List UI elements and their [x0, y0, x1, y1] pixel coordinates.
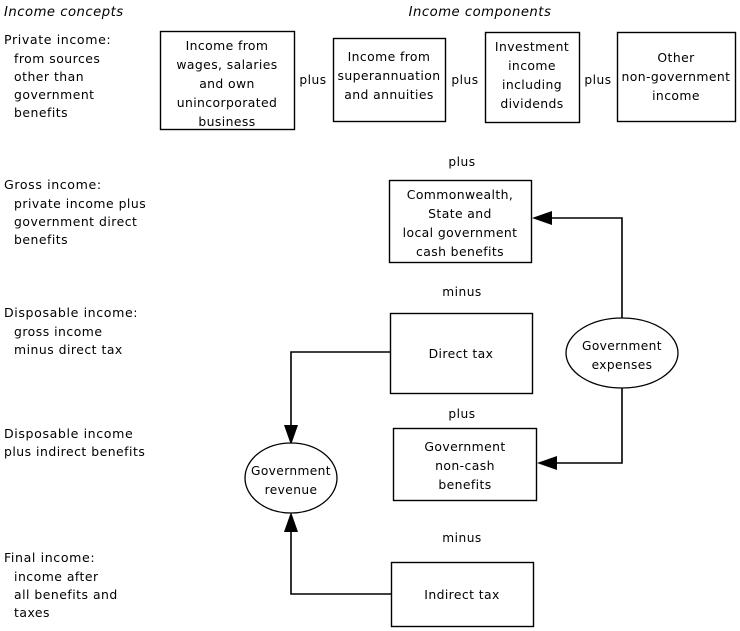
- ellipse-government-revenue-line-2: revenue: [265, 483, 318, 497]
- box-income-superannuation-line-2: superannuation: [338, 68, 441, 83]
- box-investment-income-line-3: including: [502, 77, 562, 92]
- operator-plus-non-cash-benefits: plus: [448, 407, 475, 421]
- header-income-concepts: Income concepts: [4, 5, 124, 20]
- box-non-cash-benefits[interactable]: [392, 427, 538, 502]
- ellipse-government-revenue[interactable]: [244, 442, 338, 514]
- box-cash-benefits-line-4: cash benefits: [416, 244, 504, 259]
- box-direct-tax-label: Direct tax: [429, 346, 494, 361]
- arrowhead-to-non-cash-benefits: [537, 456, 557, 470]
- box-investment-income-line-4: dividends: [500, 96, 563, 111]
- arrowhead-to-revenue-top: [284, 425, 298, 445]
- box-income-from-wages-line-2: wages, salaries: [176, 57, 277, 72]
- box-cash-benefits[interactable]: [388, 179, 533, 264]
- ellipse-government-expenses[interactable]: [565, 317, 679, 389]
- concept-gross-income-head: Gross income:: [4, 177, 102, 192]
- box-income-superannuation-line-1: Income from: [348, 49, 431, 64]
- concept-final-income-line-1: income after: [14, 569, 99, 584]
- concept-gross-income-line-3: benefits: [14, 232, 68, 247]
- box-investment-income-line-2: income: [508, 58, 556, 73]
- arrowhead-to-revenue-bottom: [284, 512, 298, 532]
- box-other-non-government-income-line-3: income: [652, 88, 700, 103]
- header-income-components: Income components: [409, 5, 552, 20]
- box-direct-tax[interactable]: [389, 312, 534, 395]
- box-income-from-wages[interactable]: [159, 30, 296, 131]
- box-cash-benefits-line-1: Commonwealth,: [407, 187, 513, 202]
- box-investment-income-line-1: Investment: [495, 39, 569, 54]
- concept-disposable-plus-indirect-head: Disposable income: [4, 426, 133, 441]
- concept-final-income-head: Final income:: [4, 550, 95, 565]
- operator-minus-indirect-tax: minus: [442, 531, 482, 545]
- concept-final-income-line-3: taxes: [14, 605, 50, 620]
- ellipse-government-expenses-line-2: expenses: [592, 358, 653, 372]
- ellipse-government-expenses-line-1: Government: [582, 339, 662, 353]
- concept-disposable-income-line-2: minus direct tax: [14, 342, 123, 357]
- box-other-non-government-income-line-2: non-government: [622, 69, 731, 84]
- concept-private-income-line-1: from sources: [14, 51, 100, 66]
- concept-disposable-income-line-1: gross income: [14, 324, 103, 339]
- connector-expenses-to-cash-benefits: [538, 217, 623, 318]
- operator-plus-cash-benefits: plus: [448, 155, 475, 169]
- concept-gross-income-line-1: private income plus: [14, 196, 146, 211]
- box-non-cash-benefits-line-2: non-cash: [435, 458, 495, 473]
- connector-expenses-to-non-cash-benefits: [543, 388, 623, 464]
- box-income-superannuation[interactable]: [332, 37, 447, 123]
- concept-private-income-head: Private income:: [4, 32, 111, 47]
- box-indirect-tax[interactable]: [390, 561, 535, 628]
- box-cash-benefits-line-3: local government: [403, 225, 518, 240]
- concept-private-income-line-3: government: [14, 87, 95, 102]
- concept-private-income-line-2: other than: [14, 69, 84, 84]
- box-income-from-wages-line-3: and own: [199, 76, 255, 91]
- box-income-superannuation-line-3: and annuities: [344, 87, 433, 102]
- box-indirect-tax-label: Indirect tax: [424, 587, 499, 602]
- concept-final-income-line-2: all benefits and: [14, 587, 118, 602]
- operator-plus-1: plus: [299, 73, 326, 87]
- concept-disposable-plus-indirect-line-1: plus indirect benefits: [4, 444, 145, 459]
- box-income-from-wages-line-5: business: [198, 114, 255, 129]
- box-income-from-wages-line-1: Income from: [186, 38, 269, 53]
- connector-indirect-tax-to-revenue: [290, 521, 391, 595]
- operator-plus-3: plus: [584, 73, 611, 87]
- concept-disposable-income-head: Disposable income:: [4, 305, 138, 320]
- operator-plus-2: plus: [451, 73, 478, 87]
- box-non-cash-benefits-line-1: Government: [424, 439, 505, 454]
- ellipse-government-revenue-line-1: Government: [251, 464, 331, 478]
- box-non-cash-benefits-line-3: benefits: [438, 477, 491, 492]
- arrowhead-to-cash-benefits: [532, 211, 552, 225]
- concept-gross-income-line-2: government direct: [14, 214, 137, 229]
- operator-minus-direct-tax: minus: [442, 285, 482, 299]
- box-other-non-government-income[interactable]: [616, 31, 737, 123]
- box-investment-income[interactable]: [484, 31, 581, 124]
- box-cash-benefits-line-2: State and: [428, 206, 492, 221]
- connector-direct-tax-to-revenue: [290, 351, 390, 437]
- box-income-from-wages-line-4: unincorporated: [177, 95, 278, 110]
- concept-private-income-line-4: benefits: [14, 105, 68, 120]
- box-other-non-government-income-line-1: Other: [657, 50, 695, 65]
